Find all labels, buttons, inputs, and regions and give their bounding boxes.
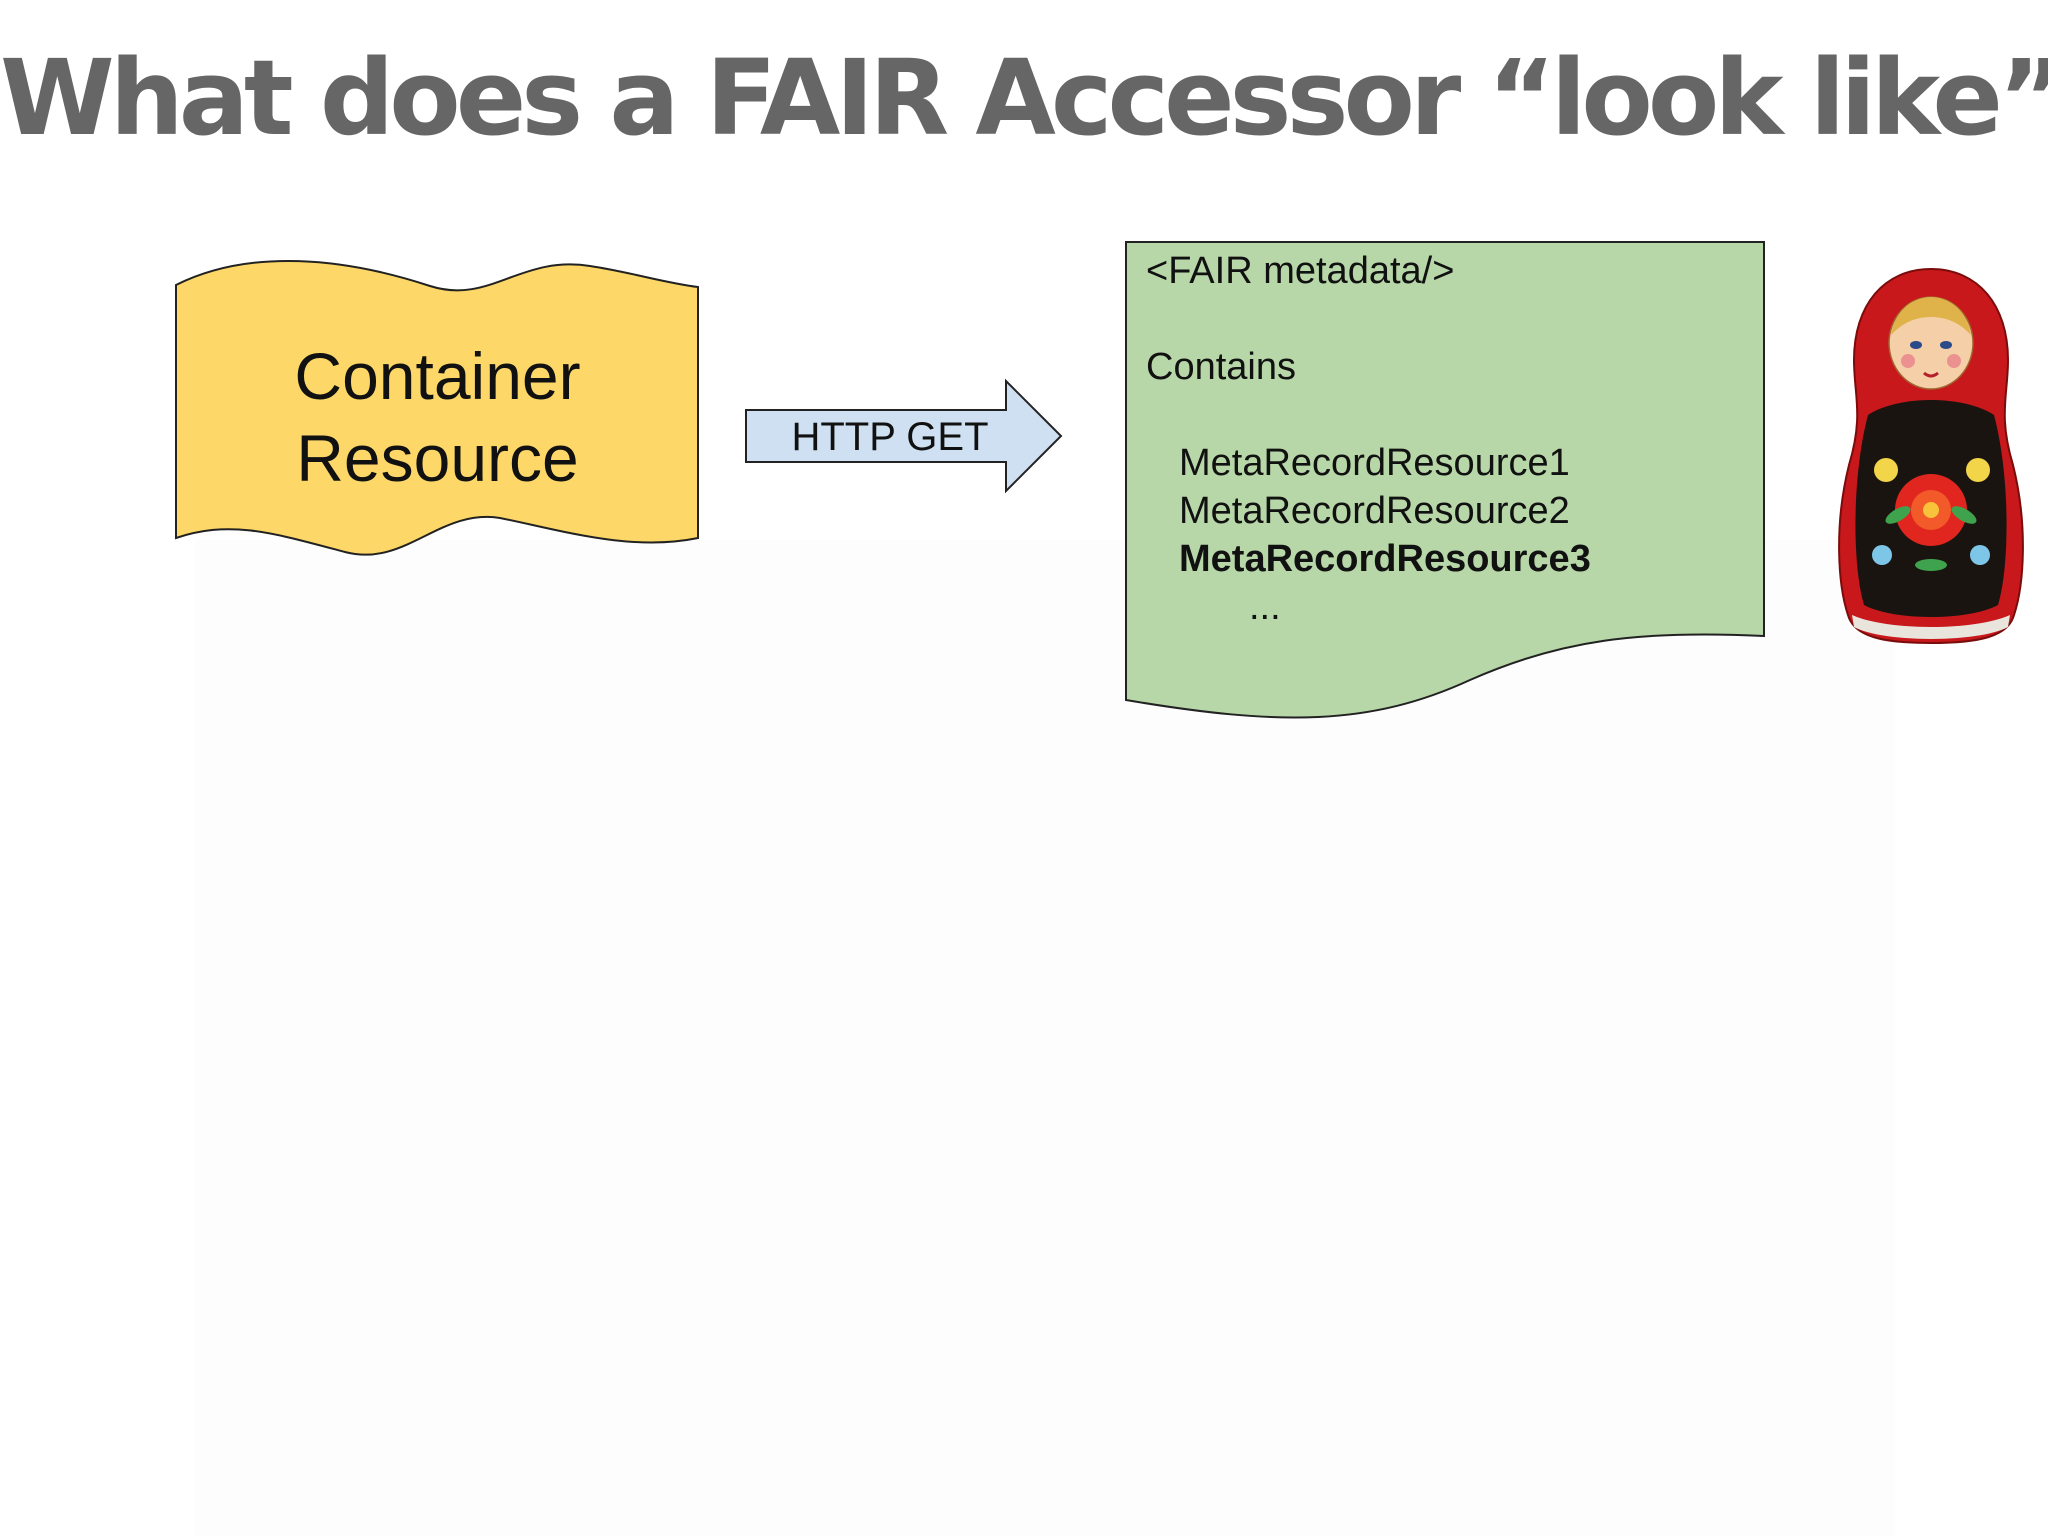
matryoshka-doll-icon <box>1838 267 2024 645</box>
http-get-label: HTTP GET <box>791 415 989 459</box>
container-resource-label: Container Resource <box>175 335 700 499</box>
container-label-line2: Resource <box>296 421 579 495</box>
slide-content-area <box>195 540 1895 1536</box>
metadata-header: <FAIR metadata/> <box>1146 250 1455 292</box>
meta-record-item-2: MetaRecordResource2 <box>1179 490 1570 532</box>
http-get-arrow <box>745 378 1063 494</box>
fair-metadata-document-shape <box>1125 241 1765 719</box>
contains-label: Contains <box>1146 346 1296 388</box>
slide-title: What does a FAIR Accessor “look like”? <box>0 37 2048 159</box>
meta-record-item-3: MetaRecordResource3 <box>1179 538 1591 580</box>
meta-record-item-1: MetaRecordResource1 <box>1179 442 1570 484</box>
records-ellipsis: ... <box>1249 586 1281 628</box>
container-label-line1: Container <box>294 339 581 413</box>
container-resource-shape <box>175 259 699 556</box>
